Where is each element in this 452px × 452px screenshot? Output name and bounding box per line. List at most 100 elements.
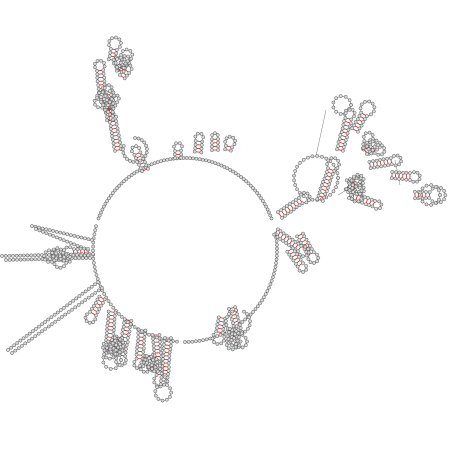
- nucleotide: [115, 57, 119, 61]
- nucleotide: [65, 303, 69, 308]
- nucleotide: [107, 43, 111, 47]
- nucleotide: [86, 237, 91, 242]
- nucleotide: [149, 162, 154, 167]
- nucleotide: [365, 140, 369, 145]
- nucleotide: [108, 367, 113, 371]
- nucleotide: [11, 257, 16, 262]
- nucleotide: [95, 95, 99, 100]
- nucleotide: [30, 224, 34, 228]
- nucleotide: [93, 61, 97, 66]
- nucleotide: [226, 337, 231, 341]
- nucleotide: [165, 375, 170, 380]
- nucleotide: [114, 68, 119, 73]
- nucleotide: [161, 346, 166, 351]
- nucleotide: [148, 359, 152, 364]
- nucleotide: [106, 320, 110, 325]
- nucleotide: [192, 149, 197, 154]
- nucleotide: [304, 253, 309, 258]
- nucleotide: [230, 347, 235, 352]
- nucleotide: [56, 317, 61, 322]
- nucleotide: [114, 359, 118, 364]
- nucleotide: [133, 136, 137, 140]
- nucleotide: [295, 187, 299, 192]
- nucleotide: [90, 306, 94, 311]
- nucleotide: [216, 144, 220, 149]
- nucleotide: [93, 228, 98, 233]
- nucleotide: [127, 175, 131, 179]
- nucleotide: [319, 183, 324, 188]
- nucleotide: [93, 65, 97, 70]
- nucleotide: [376, 152, 381, 157]
- nucleotide: [143, 154, 148, 158]
- nucleotide: [121, 344, 126, 349]
- nucleotide: [367, 99, 371, 104]
- nucleotide: [110, 110, 115, 114]
- nucleotide: [116, 312, 121, 316]
- nucleotide: [102, 79, 107, 84]
- nucleotide: [134, 352, 139, 357]
- nucleotide: [155, 160, 160, 164]
- nucleotide: [356, 129, 360, 134]
- nucleotide: [144, 143, 148, 148]
- nucleotide: [158, 347, 163, 351]
- nucleotide: [145, 147, 149, 151]
- nucleotide: [102, 75, 107, 80]
- nucleotide: [132, 153, 137, 157]
- nucleotide: [357, 126, 362, 131]
- nucleotide: [40, 322, 44, 327]
- nucleotide: [393, 163, 398, 168]
- nucleotide: [165, 383, 169, 387]
- nucleotide: [326, 185, 330, 190]
- nucleotide: [49, 315, 54, 320]
- nucleotide: [352, 114, 356, 119]
- nucleotide: [44, 227, 48, 232]
- nucleotide: [306, 155, 310, 160]
- nucleotide: [128, 49, 133, 53]
- nucleotide: [77, 256, 81, 261]
- nucleotide: [295, 264, 300, 269]
- nucleotide: [129, 318, 134, 323]
- nucleotide: [129, 56, 133, 61]
- nucleotide: [369, 151, 374, 156]
- nucleotide: [370, 133, 375, 137]
- nucleotide: [18, 253, 23, 258]
- nucleotide: [297, 268, 302, 273]
- nucleotide: [136, 331, 141, 335]
- nucleotide: [128, 63, 133, 68]
- nucleotide: [372, 165, 376, 170]
- nucleotide: [153, 393, 158, 398]
- nucleotide: [105, 323, 110, 328]
- nucleotide: [111, 101, 115, 106]
- nucleotide: [15, 341, 20, 345]
- nucleotide: [95, 72, 100, 77]
- nucleotide: [93, 317, 98, 322]
- nucleotide: [218, 333, 223, 337]
- nucleotide: [109, 131, 114, 135]
- nucleotide: [222, 165, 227, 169]
- nucleotide: [103, 108, 108, 112]
- nucleotide: [135, 349, 139, 354]
- nucleotide: [144, 150, 149, 155]
- nucleotide: [71, 247, 76, 251]
- nucleotide: [85, 312, 89, 317]
- nucleotide: [291, 258, 296, 263]
- nucleotide: [129, 173, 134, 177]
- nucleotide: [191, 156, 195, 161]
- nucleotide: [99, 210, 103, 215]
- nucleotide: [161, 353, 166, 358]
- nucleotide: [122, 321, 126, 325]
- nucleotide: [352, 199, 357, 204]
- nucleotide: [232, 142, 237, 147]
- nucleotide: [273, 264, 278, 269]
- nucleotide: [118, 60, 123, 65]
- nucleotide: [95, 297, 100, 302]
- nucleotide: [135, 366, 139, 371]
- nucleotide: [263, 292, 268, 296]
- nucleotide: [161, 350, 166, 355]
- nucleotide: [111, 332, 116, 336]
- nucleotide: [382, 146, 387, 150]
- nucleotide: [74, 296, 79, 301]
- nucleotide: [141, 349, 146, 354]
- nucleotide: [115, 186, 119, 190]
